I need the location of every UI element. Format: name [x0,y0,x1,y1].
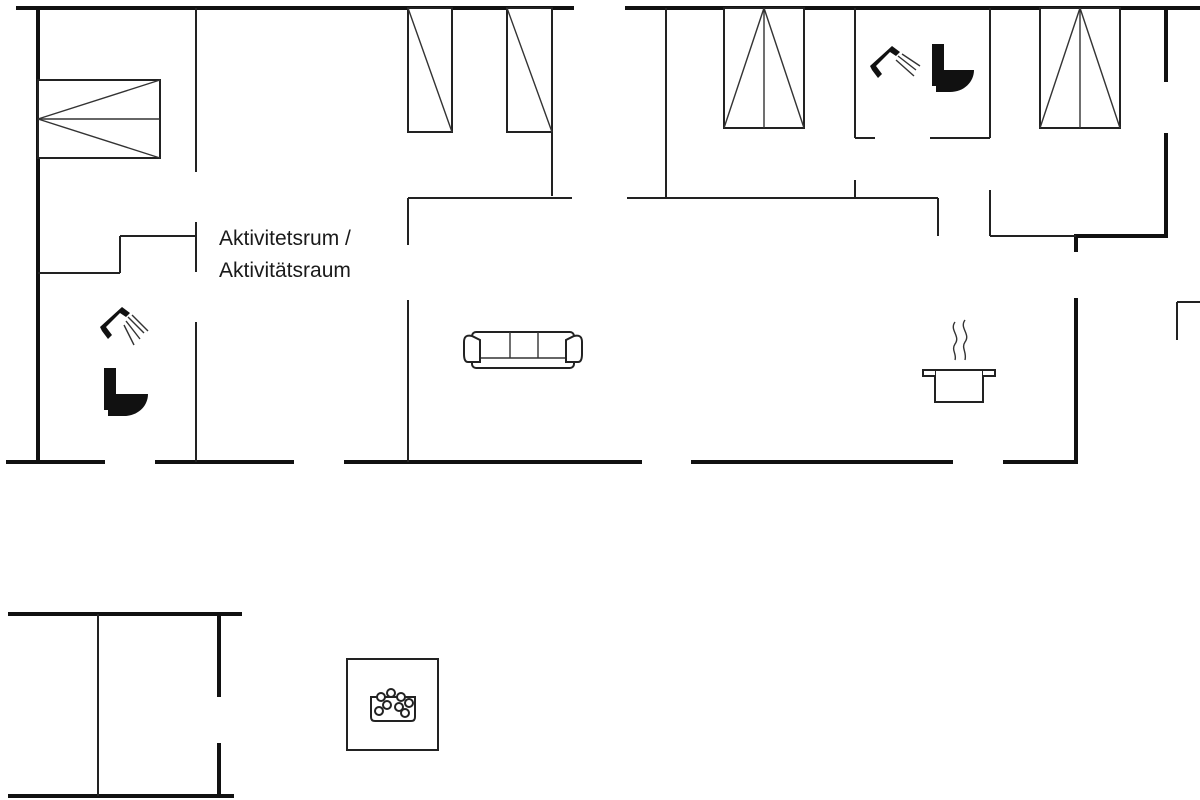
toilet-icon [104,368,148,416]
interior-walls [38,8,1200,462]
bed-icon [723,7,805,129]
shower-icon [870,46,921,78]
toilet-icon [932,44,974,92]
shower-icon [100,307,149,346]
room-label-line2: Aktivitätsraum [219,259,351,282]
whirlpool-icon [346,658,439,751]
bed-icon [506,7,553,133]
room-label-line1: Aktivitetsrum / [219,227,351,250]
bed-icon [407,7,453,133]
room-label-activity-room: Aktivitetsrum / Aktivitätsraum [219,223,351,287]
cooking-pot-icon [922,319,996,403]
sofa-icon [463,331,583,369]
bed-icon [37,79,161,159]
bed-icon [1039,7,1121,129]
annex-walls [8,612,242,798]
